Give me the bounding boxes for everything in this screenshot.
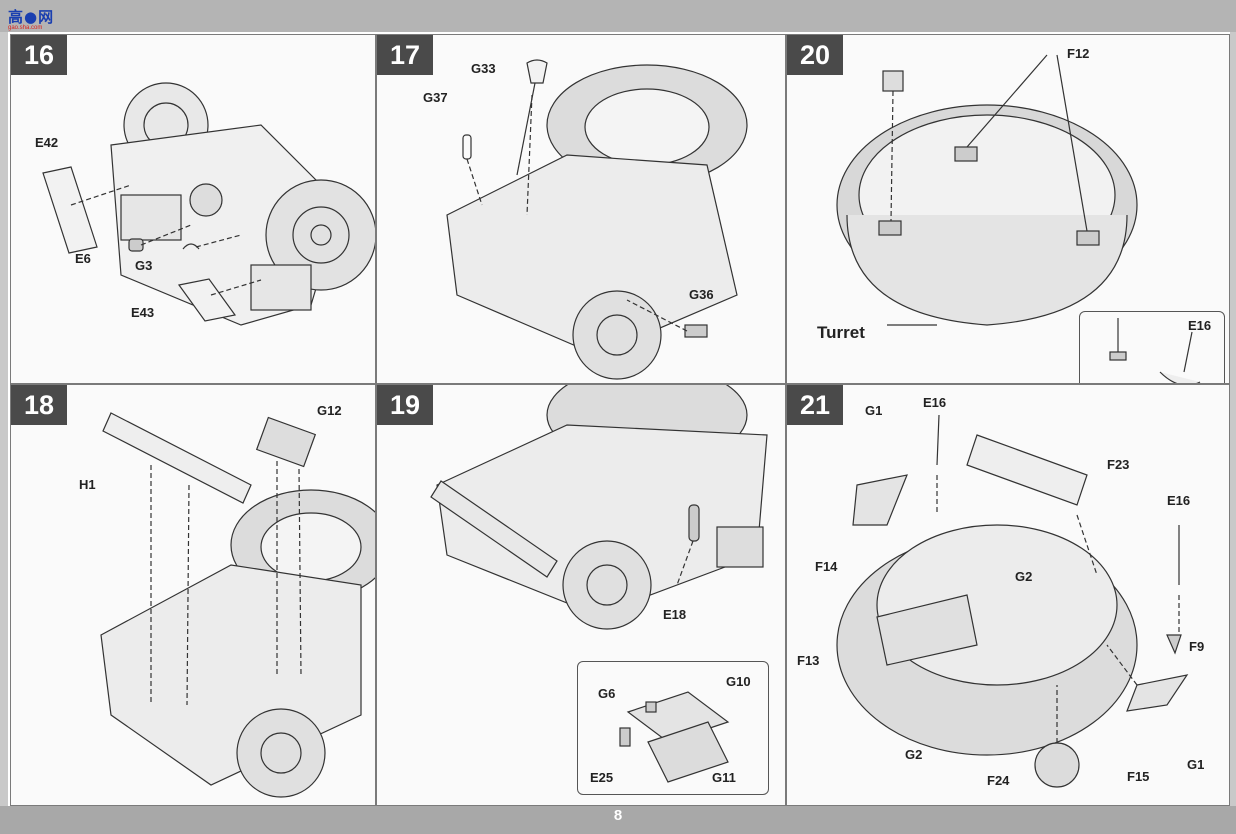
part-f12-a <box>882 70 904 92</box>
label-f12: F12 <box>1067 46 1090 61</box>
spare-hub <box>189 183 223 217</box>
label-g6: G6 <box>598 686 616 701</box>
label-g1-bottom: G1 <box>1187 757 1205 772</box>
label-f15: F15 <box>1127 769 1150 784</box>
part-f12-b <box>954 146 978 162</box>
bottom-bar <box>0 806 1236 834</box>
label-h1: H1 <box>79 477 96 492</box>
part-g36 <box>684 324 708 338</box>
label-f24: F24 <box>987 773 1010 788</box>
label-e16-top: E16 <box>923 395 947 410</box>
detail-drawing <box>619 691 730 783</box>
label-f9: F9 <box>1189 639 1205 654</box>
stowage-box <box>716 526 764 568</box>
part-g37 <box>462 134 472 160</box>
part-g3 <box>182 243 200 250</box>
part-e18 <box>688 504 700 542</box>
side-wheel <box>265 179 375 291</box>
front-wheel <box>236 708 326 798</box>
part-g11 <box>647 721 729 783</box>
label-g12: G12 <box>317 403 342 418</box>
step-18-drawing <box>100 412 375 798</box>
part-e16-a <box>936 414 940 466</box>
step-16-panel: 16 E42 E6 G3 E43 <box>10 34 376 384</box>
label-f14: F14 <box>815 559 838 574</box>
label-e6: E6 <box>75 251 91 266</box>
part-f12-d <box>878 220 902 236</box>
part-g12 <box>255 416 317 468</box>
part-e6 <box>128 238 144 252</box>
step-17-drawing <box>446 59 748 380</box>
part-e25 <box>619 727 631 747</box>
label-f13: F13 <box>797 653 820 668</box>
label-g2-upper: G2 <box>1015 569 1033 584</box>
step-21-drawing <box>836 414 1189 788</box>
step-20-panel: 20 F12 Turret E16 <box>786 34 1230 384</box>
part-f14 <box>852 474 908 526</box>
label-g37: G37 <box>423 90 448 105</box>
front-wheel <box>572 290 662 380</box>
site-logo: 高●网 gao.sha.com <box>8 6 68 32</box>
step-number: 17 <box>377 35 433 75</box>
part-h1 <box>102 412 252 504</box>
unditching-channel <box>430 480 558 578</box>
label-e16-right: E16 <box>1167 493 1191 508</box>
detail-inset-stowage: G6 G10 E25 G11 <box>577 661 769 795</box>
part-f23 <box>966 434 1088 506</box>
label-e43: E43 <box>131 305 155 320</box>
detail-inset-e16: E16 <box>1079 311 1225 383</box>
part-f24 <box>1034 742 1080 788</box>
detail-drawing <box>1109 318 1201 383</box>
part-g6 <box>645 701 657 713</box>
label-turret: Turret <box>817 323 865 342</box>
label-f23: F23 <box>1107 457 1130 472</box>
part-f9 <box>1166 634 1182 655</box>
step-16-drawing <box>42 82 375 326</box>
step-19-drawing <box>430 385 768 630</box>
rear-bin-left <box>120 194 182 241</box>
label-g1-top: G1 <box>865 403 883 418</box>
step-number: 18 <box>11 385 67 425</box>
label-e18: E18 <box>663 607 687 622</box>
step-number: 19 <box>377 385 433 425</box>
label-e25: E25 <box>590 770 614 785</box>
label-g3: G3 <box>135 258 153 273</box>
page-number: 8 <box>613 807 623 824</box>
step-17-panel: 17 G33 G37 G36 <box>376 34 786 384</box>
step-number: 16 <box>11 35 67 75</box>
label-g11: G11 <box>712 770 736 785</box>
step-number: 21 <box>787 385 843 425</box>
step-18-panel: 18 H1 G12 <box>10 384 376 806</box>
label-g33: G33 <box>471 61 496 76</box>
part-f15 <box>1126 674 1189 712</box>
part-g33-spade <box>526 59 548 84</box>
hull-front <box>446 154 738 356</box>
part-e43 <box>177 278 237 322</box>
logo-url: gao.sha.com <box>8 25 43 31</box>
front-wheel <box>562 540 652 630</box>
logo-text: 高●网 <box>8 8 55 26</box>
label-e16: E16 <box>1188 318 1212 333</box>
label-e42: E42 <box>35 135 59 150</box>
step-19-panel: 19 E18 G6 G10 E25 G11 <box>376 384 786 806</box>
rear-bin-right <box>250 264 312 311</box>
label-g10: G10 <box>726 674 751 689</box>
step-21-panel: 21 G1 E16 F23 E16 F14 G2 F13 F9 G2 F24 F… <box>786 384 1230 806</box>
label-g2-lower: G2 <box>905 747 923 762</box>
step-20-drawing <box>836 54 1138 326</box>
step-number: 20 <box>787 35 843 75</box>
part-e42 <box>42 166 98 254</box>
part-f13 <box>876 594 978 666</box>
top-bar: 高●网 gao.sha.com <box>0 0 1236 32</box>
part-f12-c <box>1076 230 1100 246</box>
label-g36: G36 <box>689 287 714 302</box>
